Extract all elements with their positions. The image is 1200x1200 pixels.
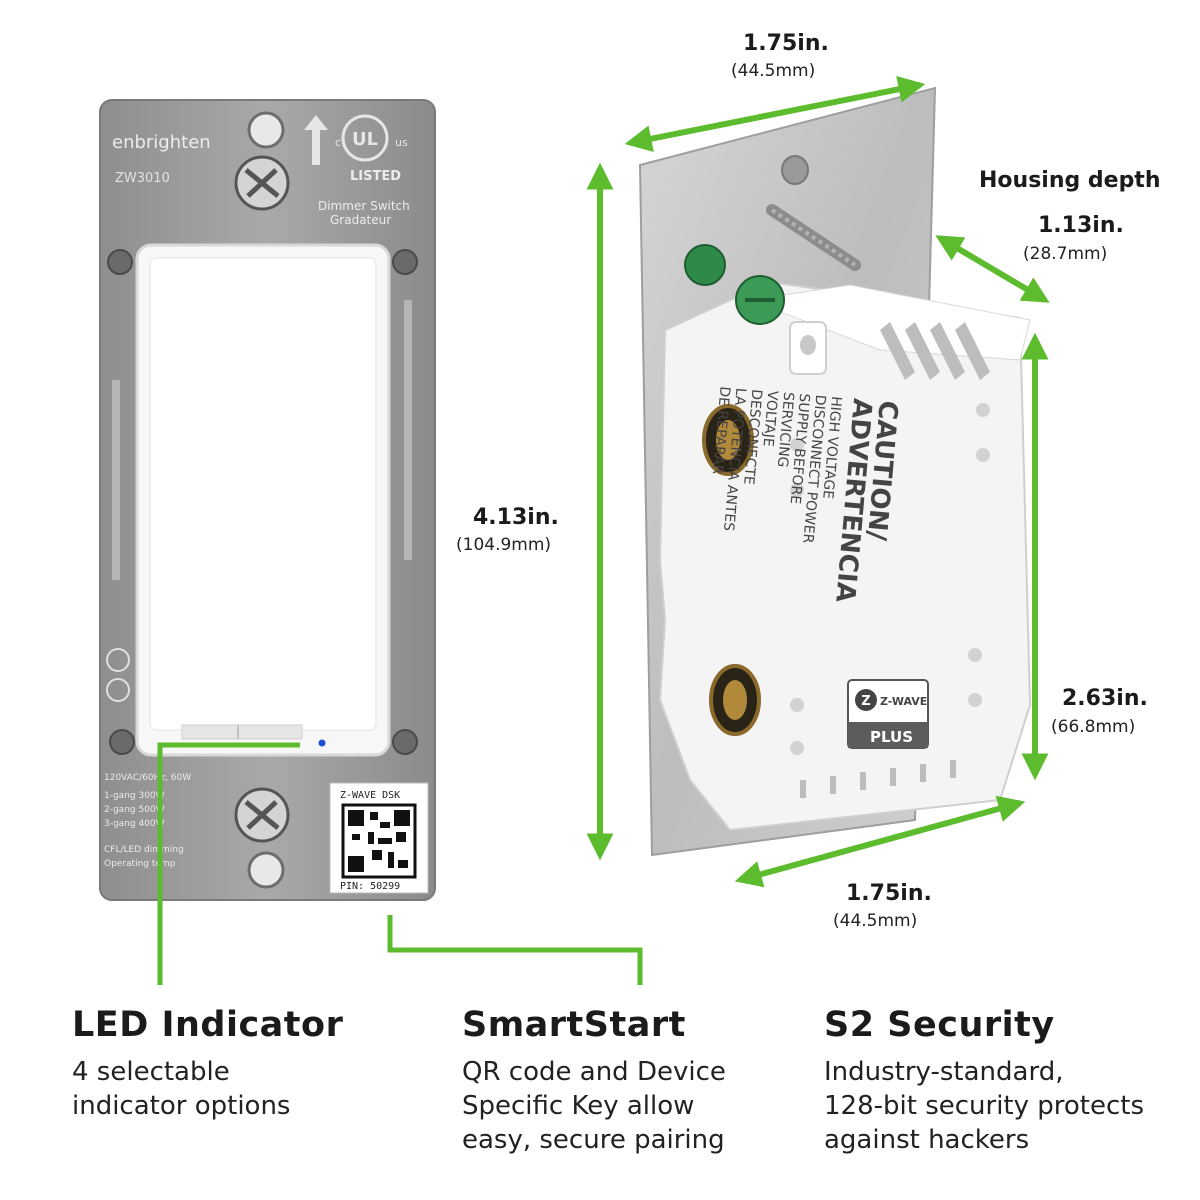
feature-title: LED Indicator — [72, 1005, 344, 1045]
arrow-housing-depth — [935, 235, 1050, 303]
qr-sticker: Z-WAVE DSK PIN: 50299 — [329, 782, 429, 894]
arrow-top-width — [624, 75, 926, 153]
feature-line: easy, secure pairing — [462, 1125, 725, 1155]
feature-smartstart: SmartStart QR code and Device Specific K… — [462, 1005, 726, 1157]
housing-depth-metric: (28.7mm) — [1023, 244, 1108, 264]
svg-text:PIN: 50299: PIN: 50299 — [340, 881, 400, 892]
svg-text:Z-WAVE DSK: Z-WAVE DSK — [340, 790, 400, 801]
svg-text:UL: UL — [352, 129, 378, 150]
bottom-vents — [800, 760, 956, 798]
strap-hole-bottom — [247, 851, 285, 889]
bottom-width-metric: (44.5mm) — [833, 911, 918, 931]
brand-mark: enbrighten — [112, 132, 211, 153]
compliance-symbol-1 — [106, 648, 130, 672]
top-width-value: 1.75in. — [743, 31, 829, 56]
arrow-bottom-width — [734, 795, 1026, 888]
rating-label: 120VAC/60Hz, 60W 1-gang 300W 2-gang 500W… — [104, 773, 191, 869]
back-housing-device: CAUTION/ ADVERTENCIA HIGH VOLTAGE DISCON… — [638, 86, 1032, 857]
svg-text:us: us — [395, 136, 408, 149]
callout-smartstart — [387, 915, 643, 985]
compliance-symbol-2 — [106, 678, 130, 702]
svg-text:2-gang 500W: 2-gang 500W — [104, 805, 165, 815]
side-fine-print — [112, 300, 412, 580]
housing-height-metric: (66.8mm) — [1051, 717, 1136, 737]
feature-line: Specific Key allow — [462, 1091, 695, 1121]
svg-text:Operating temp: Operating temp — [104, 859, 176, 869]
svg-text:Z: Z — [861, 694, 870, 709]
corner-screw-tl — [107, 249, 133, 275]
led-indicator-dot — [318, 739, 326, 747]
front-height-value: 4.13in. — [473, 505, 559, 530]
feature-led-indicator: LED Indicator 4 selectable indicator opt… — [72, 1005, 343, 1123]
svg-text:Z-WAVE: Z-WAVE — [880, 695, 927, 708]
caution-label: CAUTION/ ADVERTENCIA HIGH VOLTAGE DISCON… — [709, 386, 903, 604]
ul-mark: UL c us — [304, 114, 408, 165]
strap-hole-top — [247, 111, 285, 149]
paddle-bottom-bar — [181, 724, 303, 740]
svg-text:3-gang 400W: 3-gang 400W — [104, 819, 165, 829]
svg-text:DE REPARAR: DE REPARAR — [709, 386, 733, 476]
cert-mark: LISTED — [350, 169, 401, 184]
rocker-paddle — [149, 257, 377, 731]
front-switch: UL c us enbrighten ZW3010 LISTED Dimmer … — [99, 99, 436, 901]
dimension-arrows — [586, 75, 1050, 888]
corner-screw-br — [392, 729, 418, 755]
cert-text-2: Gradateur — [330, 213, 391, 227]
front-height-metric: (104.9mm) — [456, 535, 552, 555]
bottom-width-value: 1.75in. — [846, 881, 932, 906]
feature-line: QR code and Device — [462, 1057, 726, 1087]
feature-title: S2 Security — [824, 1005, 1055, 1045]
svg-text:CFL/LED dimming: CFL/LED dimming — [104, 845, 184, 855]
vent-slots — [880, 322, 990, 380]
corner-screw-bl — [109, 729, 135, 755]
wire-holes — [790, 403, 990, 755]
feature-line: against hackers — [824, 1125, 1030, 1155]
feature-s2-security: S2 Security Industry-standard, 128-bit s… — [824, 1005, 1144, 1157]
callout-led — [157, 742, 300, 985]
svg-text:SERVICING: SERVICING — [774, 391, 797, 468]
model-number: ZW3010 — [115, 171, 170, 186]
feature-line: 128-bit security protects — [824, 1091, 1145, 1121]
feature-title: SmartStart — [462, 1005, 686, 1045]
svg-text:120VAC/60Hz, 60W: 120VAC/60Hz, 60W — [104, 773, 191, 783]
zwave-plus-logo: Z Z-WAVE PLUS — [847, 679, 929, 749]
feature-line: 4 selectable — [72, 1057, 230, 1087]
ground-screw-rear — [684, 244, 726, 286]
svg-text:c: c — [335, 136, 341, 149]
top-width-metric: (44.5mm) — [731, 61, 816, 81]
corner-screw-tr — [392, 249, 418, 275]
cert-text-1: Dimmer Switch — [318, 199, 410, 213]
housing-depth-value: 1.13in. — [1038, 213, 1124, 238]
svg-text:VOLTAJE: VOLTAJE — [760, 390, 781, 447]
feature-line: Industry-standard, — [824, 1057, 1064, 1087]
feature-line: indicator options — [72, 1091, 291, 1121]
plate-screw-hole — [781, 155, 809, 185]
housing-depth-label: Housing depth — [979, 168, 1161, 193]
callout-lines — [157, 742, 643, 985]
svg-text:PLUS: PLUS — [870, 728, 913, 746]
svg-text:1-gang 300W: 1-gang 300W — [104, 791, 165, 801]
housing-height-value: 2.63in. — [1062, 686, 1148, 711]
